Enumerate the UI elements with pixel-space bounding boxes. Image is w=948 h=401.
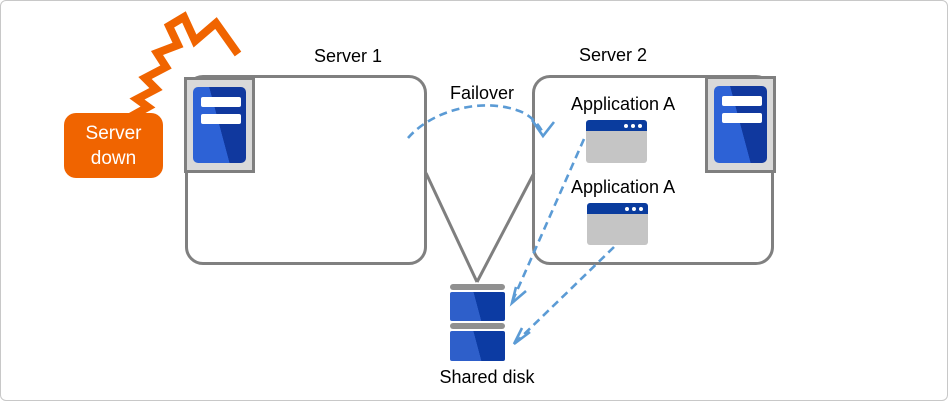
server-down-label: Server down (85, 122, 142, 169)
app1-arrowhead-icon (509, 286, 527, 307)
shared-disk-icon (450, 323, 505, 329)
server1-panel (193, 87, 246, 163)
server1-hardware-icon (184, 77, 255, 173)
app-body (587, 214, 648, 245)
server-down-callout: Server down (64, 113, 163, 178)
shared-disk-label: Shared disk (439, 367, 535, 387)
server1-stripe (201, 97, 241, 107)
failover-arrow (407, 104, 545, 139)
application-a-label: Application A (571, 177, 676, 197)
app-body (586, 131, 647, 163)
app-titlebar-dots-icon (624, 123, 642, 128)
shared-disk-icon (450, 331, 505, 361)
app-titlebar (586, 120, 647, 131)
server2-stripe (722, 96, 762, 106)
server2-hardware-icon (705, 76, 776, 173)
shared-disk-icon (450, 284, 505, 290)
failover-label: Failover (449, 83, 515, 103)
application-window-icon (587, 203, 648, 245)
server1-label: Server 1 (313, 46, 383, 66)
app-titlebar-dots-icon (625, 206, 643, 211)
app2-arrowhead-icon (512, 327, 531, 346)
application-window-icon (586, 120, 647, 163)
server2-stripe (722, 113, 762, 123)
server2-label: Server 2 (578, 45, 648, 65)
server2-panel (714, 86, 767, 163)
server2-to-disk-line (475, 172, 536, 283)
application-a-label: Application A (571, 94, 676, 114)
server1-stripe (201, 114, 241, 124)
app-titlebar (587, 203, 648, 214)
shared-disk-icon (450, 292, 505, 321)
server1-to-disk-line (424, 172, 479, 283)
